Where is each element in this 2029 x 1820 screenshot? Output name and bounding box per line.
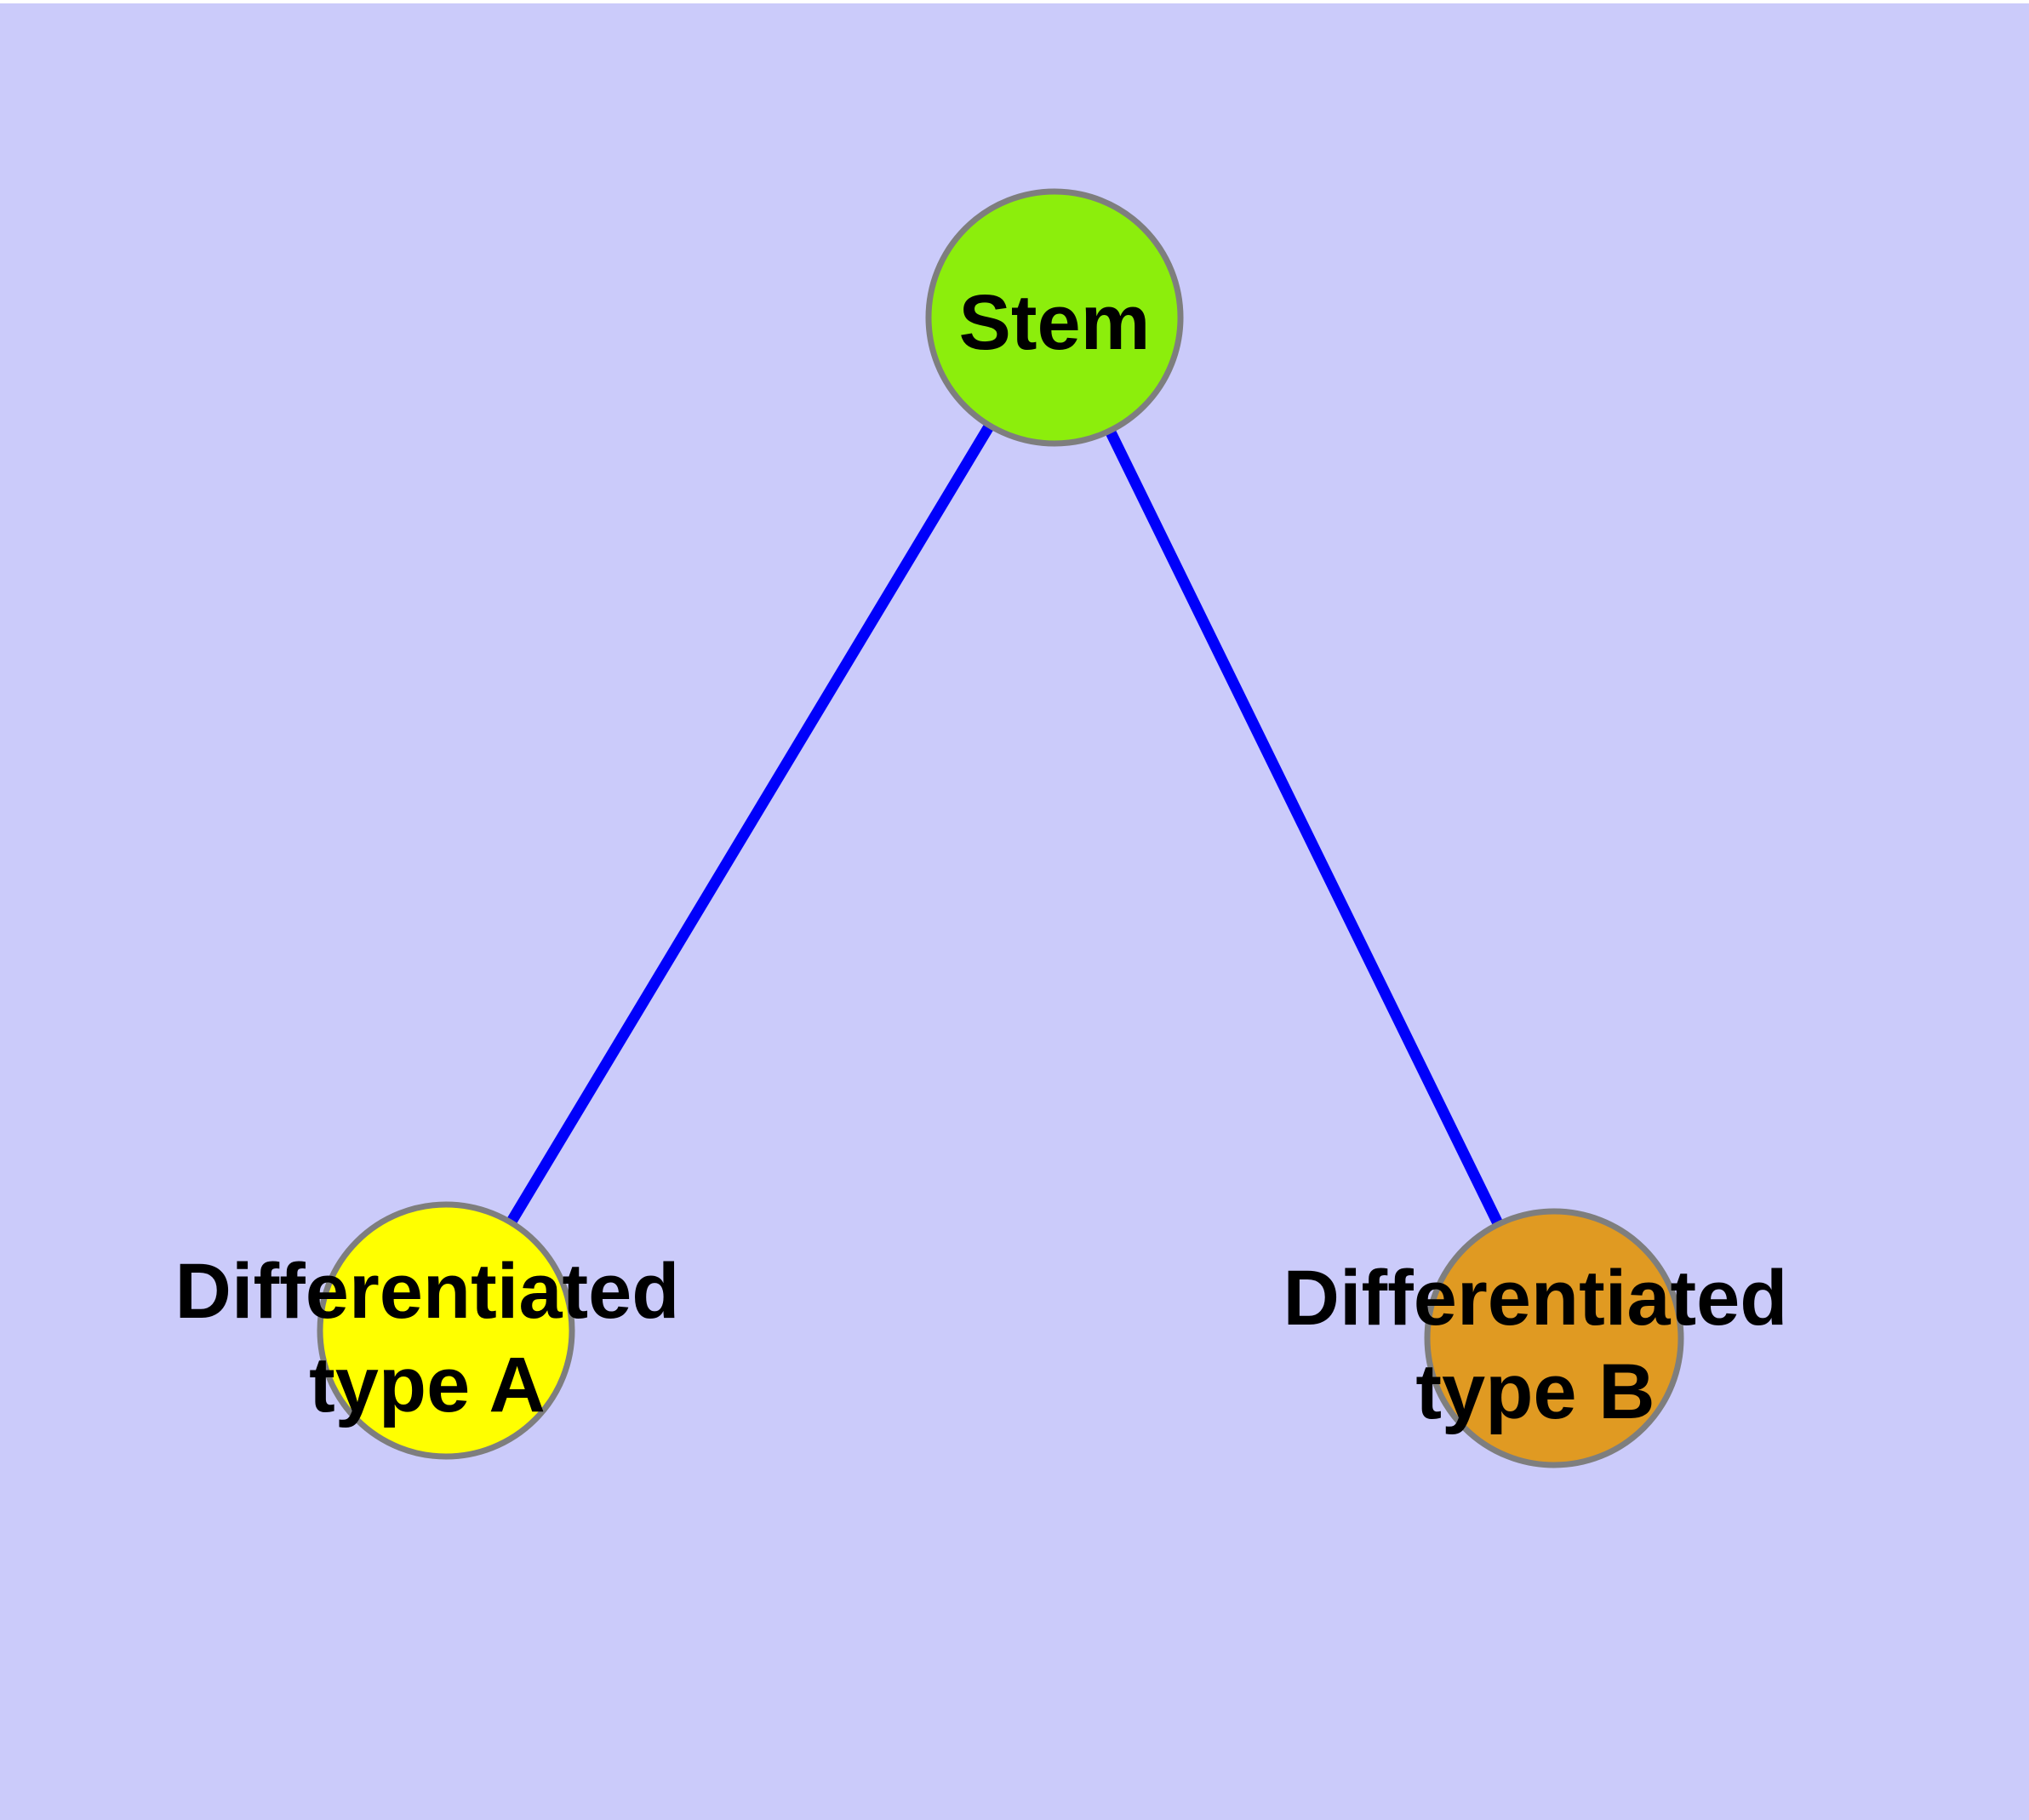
- node-type-b-label-line1: Differentiated: [1283, 1255, 1788, 1342]
- edge-stem-to-type-a: [441, 314, 1060, 1334]
- node-differentiated-type-a: [317, 1201, 575, 1460]
- edge-stem-to-type-b: [1049, 315, 1559, 1341]
- node-stem-label: Stem: [959, 279, 1151, 366]
- node-type-b-label-line2: type B: [1415, 1348, 1655, 1435]
- node-type-a-label-line2: type A: [309, 1342, 546, 1428]
- node-type-a-label-line1: Differentiated: [175, 1248, 680, 1335]
- node-stem: [925, 188, 1184, 447]
- node-differentiated-type-b: [1424, 1208, 1684, 1468]
